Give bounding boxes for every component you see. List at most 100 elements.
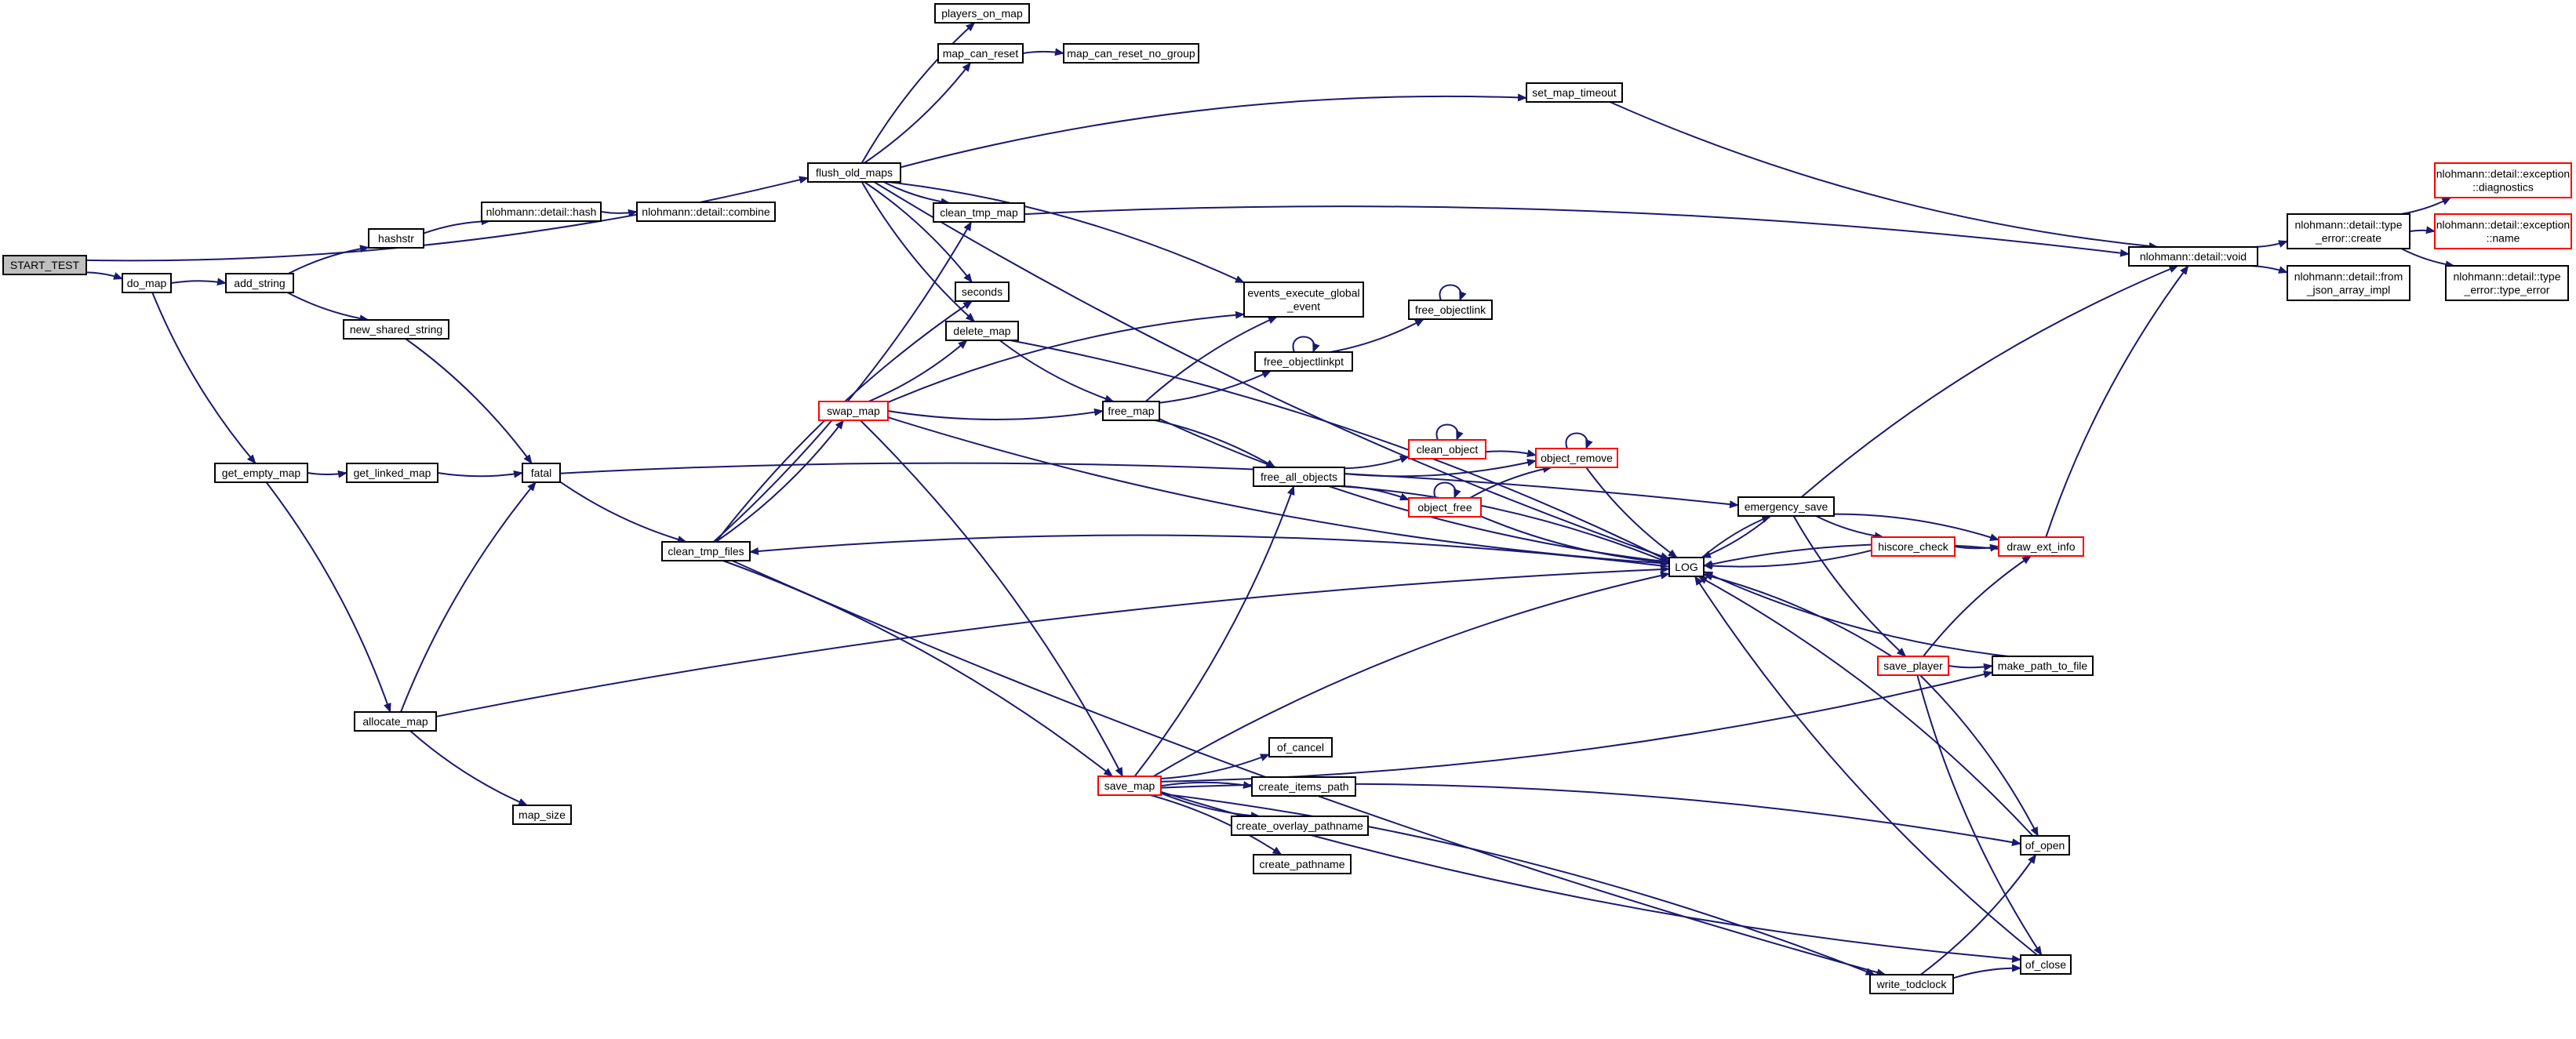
node-box — [1535, 448, 1618, 468]
node-free-map[interactable]: free_map — [1102, 401, 1160, 421]
call-edge-flush_old_maps-to-delete_map — [860, 181, 976, 322]
node-label: _json_array_impl — [2306, 284, 2391, 296]
node-label: set_map_timeout — [1532, 86, 1617, 99]
node-map-size[interactable]: map_size — [512, 805, 572, 825]
node-events-execute-global-event[interactable]: events_execute_global_event — [1243, 282, 1364, 318]
call-edge-free_all_objects-to-log — [1339, 485, 1670, 564]
call-edge-delete_map-to-log — [1010, 340, 1670, 562]
call-edge-save_player-to-draw_ext_info — [1923, 555, 2032, 657]
node-get-linked-map[interactable]: get_linked_map — [346, 463, 438, 483]
node-label: _error::create — [2315, 232, 2381, 245]
node-box — [522, 463, 561, 483]
call-edge-free_all_objects-to-object_remove — [1344, 459, 1537, 478]
node-box — [2128, 246, 2258, 267]
call-edge-map_can_reset-to-map_can_reset_no_group — [1022, 48, 1064, 56]
call-edge-clean_tmp_files-to-clean_tmp_map — [713, 221, 973, 543]
call-edge-get_empty_map-to-get_linked_map — [307, 470, 347, 478]
node-create-overlay-pathname[interactable]: create_overlay_pathname — [1231, 816, 1369, 836]
node-hiscore-check[interactable]: hiscore_check — [1871, 536, 1956, 557]
node-label: object_free — [1417, 501, 1472, 514]
node-hashstr[interactable]: hashstr — [368, 228, 424, 249]
node-nl-from-json-array-impl[interactable]: nlohmann::detail::from_json_array_impl — [2287, 265, 2410, 301]
call-edge-set_map_timeout-to-nl_void — [1609, 101, 2159, 250]
node-players-on-map[interactable]: players_on_map — [934, 3, 1030, 24]
node-draw-ext-info[interactable]: draw_ext_info — [1998, 536, 2084, 557]
node-box — [2445, 265, 2569, 301]
node-nl-hash[interactable]: nlohmann::detail::hash — [481, 202, 602, 222]
node-free-objectlink[interactable]: free_objectlink — [1408, 300, 1493, 320]
node-clean-object[interactable]: clean_object — [1408, 439, 1486, 460]
node-save-player[interactable]: save_player — [1877, 656, 1949, 676]
node-make-path-to-file[interactable]: make_path_to_file — [1992, 656, 2094, 676]
call-edge-delete_map-to-free_map — [999, 340, 1115, 403]
node-do-map[interactable]: do_map — [122, 273, 172, 293]
call-edge-swap_map-to-delete_map — [868, 340, 968, 402]
node-nl-void[interactable]: nlohmann::detail::void — [2128, 246, 2258, 267]
node-nl-exception-name[interactable]: nlohmann::detail::exception::name — [2434, 213, 2572, 249]
node-log[interactable]: LOG — [1668, 557, 1705, 577]
node-box — [2020, 835, 2070, 856]
node-object-remove[interactable]: object_remove — [1535, 448, 1618, 468]
node-of-cancel[interactable]: of_cancel — [1268, 737, 1333, 757]
call-edge-flush_old_maps-to-seconds — [864, 181, 973, 283]
node-get-empty-map[interactable]: get_empty_map — [214, 463, 308, 483]
node-label: map_size — [518, 808, 566, 821]
node-allocate-map[interactable]: allocate_map — [354, 711, 437, 732]
call-edge-flush_old_maps-to-players_on_map — [860, 22, 976, 164]
node-fatal[interactable]: fatal — [522, 463, 561, 483]
node-object-free[interactable]: object_free — [1408, 497, 1482, 518]
node-save-map[interactable]: save_map — [1097, 776, 1162, 796]
node-label: of_cancel — [1277, 741, 1324, 754]
node-clean-tmp-files[interactable]: clean_tmp_files — [661, 541, 751, 561]
node-nl-exception-diagnostics[interactable]: nlohmann::detail::exception::diagnostics — [2434, 162, 2572, 198]
call-edge-clean_object-to-object_remove — [1485, 449, 1537, 457]
node-of-open[interactable]: of_open — [2020, 835, 2070, 856]
node-box — [2287, 213, 2410, 249]
call-edge-nl_void-to-nl_type_error_create — [2251, 240, 2288, 248]
node-write-todclock[interactable]: write_todclock — [1869, 974, 1954, 994]
node-seconds[interactable]: seconds — [955, 282, 1010, 302]
node-clean-tmp-map[interactable]: clean_tmp_map — [933, 202, 1025, 223]
node-box — [955, 282, 1010, 302]
node-set-map-timeout[interactable]: set_map_timeout — [1526, 82, 1623, 103]
call-edge-save_map-to-create_pathname — [1150, 794, 1283, 856]
node-new-shared-string[interactable]: new_shared_string — [343, 319, 449, 340]
node-box — [1243, 282, 1364, 318]
node-delete-map[interactable]: delete_map — [945, 321, 1019, 341]
node-map-can-reset[interactable]: map_can_reset — [937, 43, 1024, 64]
node-box — [1408, 497, 1482, 518]
node-nl-combine[interactable]: nlohmann::detail::combine — [636, 202, 776, 222]
node-nl-type-error-create[interactable]: nlohmann::detail::type_error::create — [2287, 213, 2410, 249]
node-label: free_map — [1108, 405, 1154, 417]
node-box — [346, 463, 438, 483]
node-flush-old-maps[interactable]: flush_old_maps — [807, 162, 901, 183]
node-add-string[interactable]: add_string — [225, 273, 294, 293]
node-label: make_path_to_file — [1998, 659, 2088, 672]
node-nl-type-error-type-error[interactable]: nlohmann::detail::type_error::type_error — [2445, 265, 2569, 301]
node-emergency-save[interactable]: emergency_save — [1737, 496, 1835, 517]
node-box — [1097, 776, 1162, 796]
call-edge-flush_old_maps-to-map_can_reset — [864, 62, 972, 164]
call-edge-swap_map-to-save_map — [860, 420, 1124, 777]
node-label: new_shared_string — [350, 323, 442, 336]
node-label: write_todclock — [1876, 978, 1948, 990]
node-create-pathname[interactable]: create_pathname — [1253, 854, 1352, 874]
call-edge-save_map-to-of_cancel — [1160, 754, 1270, 779]
node-of-close[interactable]: of_close — [2020, 954, 2072, 975]
call-edge-object_free-to-log — [1480, 515, 1670, 566]
node-swap-map[interactable]: swap_map — [818, 401, 889, 421]
call-edge-object_free-to-object_remove — [1469, 465, 1552, 499]
node-start-test[interactable]: START_TEST — [2, 255, 87, 275]
node-box — [945, 321, 1019, 341]
node-label: swap_map — [827, 405, 880, 417]
call-edge-do_map-to-get_empty_map — [151, 292, 257, 464]
node-box — [368, 228, 424, 249]
node-free-all-objects[interactable]: free_all_objects — [1253, 467, 1345, 487]
node-free-objectlinkpt[interactable]: free_objectlinkpt — [1254, 351, 1353, 372]
node-map-can-reset-no-group[interactable]: map_can_reset_no_group — [1063, 43, 1199, 64]
node-box — [1668, 557, 1705, 577]
call-edge-save_player-to-make_path_to_file — [1948, 663, 1993, 671]
node-box — [1253, 854, 1352, 874]
node-box — [933, 202, 1025, 223]
node-create-items-path[interactable]: create_items_path — [1251, 776, 1356, 797]
